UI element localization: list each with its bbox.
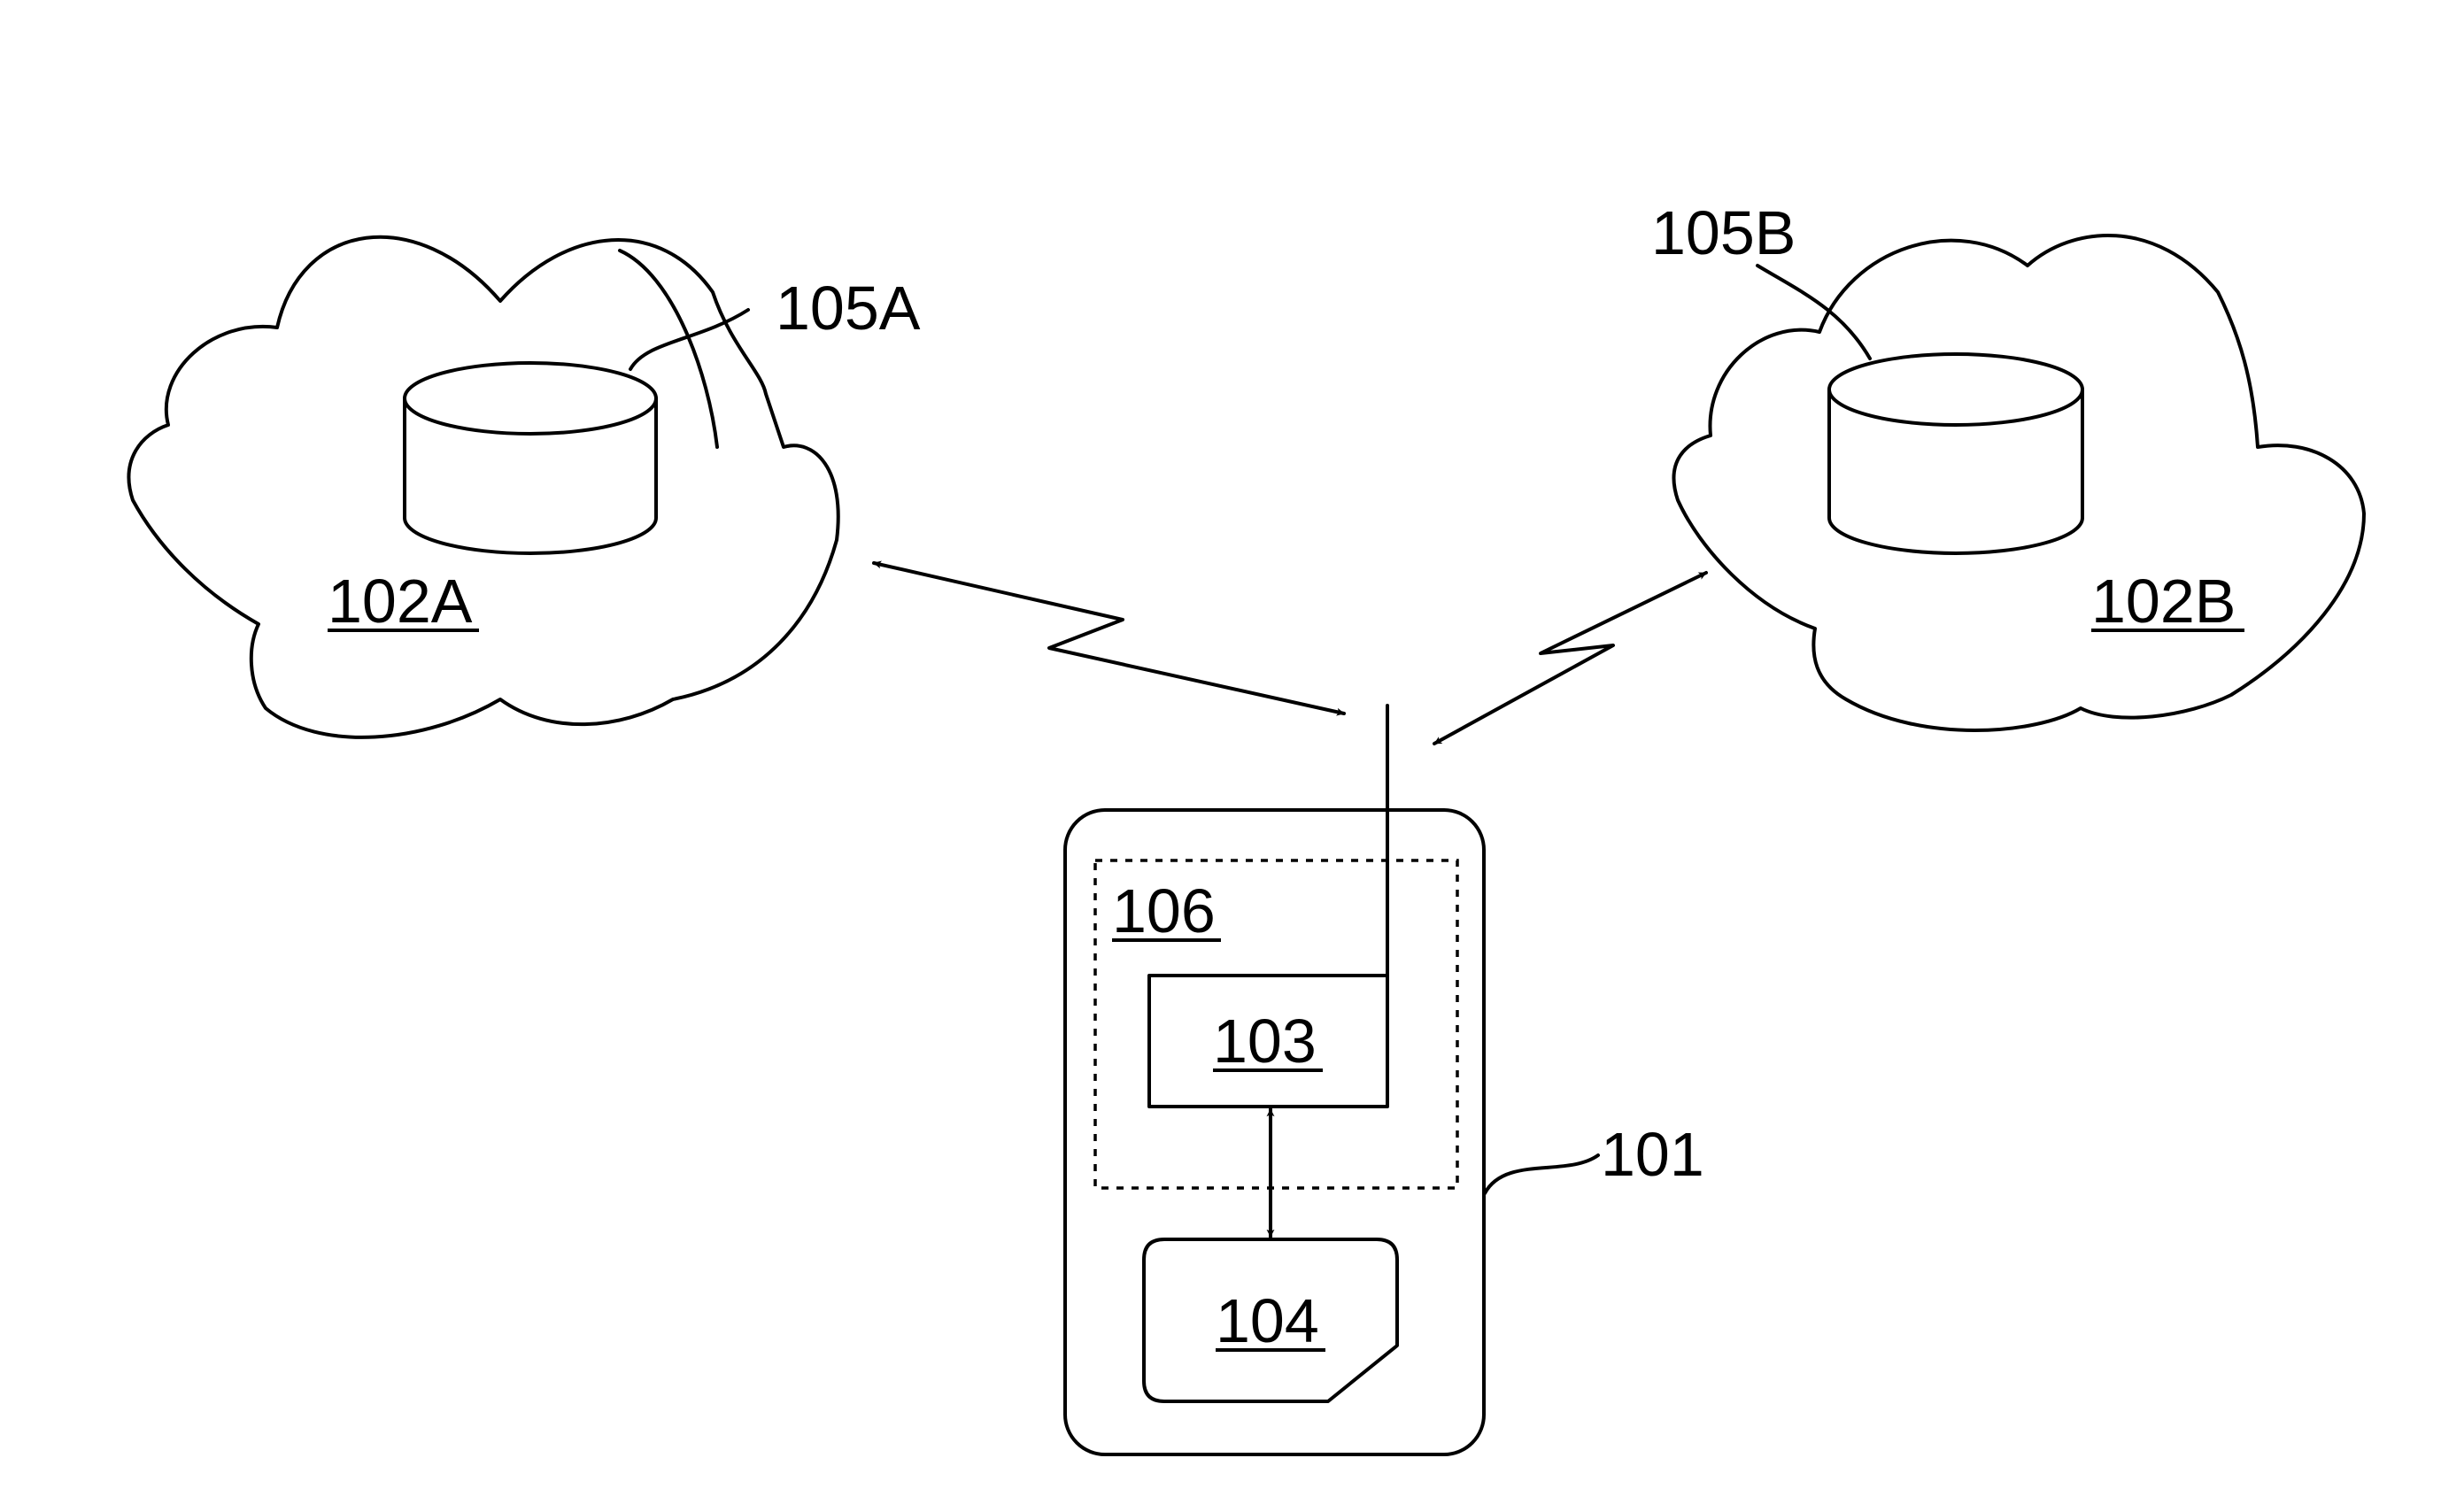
device — [1065, 706, 1598, 1454]
cloud-right-outline — [1673, 235, 2364, 730]
wireless-link-left — [874, 563, 1344, 714]
label-105a: 105A — [776, 274, 921, 343]
cloud-left-outline — [129, 237, 838, 737]
cloud-left — [129, 237, 838, 737]
label-106: 106 — [1112, 876, 1216, 945]
wireless-link-right — [1434, 573, 1706, 744]
label-105b: 105B — [1651, 198, 1796, 267]
label-101: 101 — [1601, 1120, 1704, 1189]
label-102b: 102B — [2091, 567, 2236, 636]
label-102a: 102A — [328, 567, 473, 636]
label-104: 104 — [1216, 1286, 1319, 1355]
device-leader — [1485, 1155, 1598, 1193]
cloud-right — [1673, 235, 2364, 730]
database-right — [1757, 266, 2082, 553]
label-103: 103 — [1213, 1007, 1317, 1076]
database-left — [405, 310, 748, 553]
